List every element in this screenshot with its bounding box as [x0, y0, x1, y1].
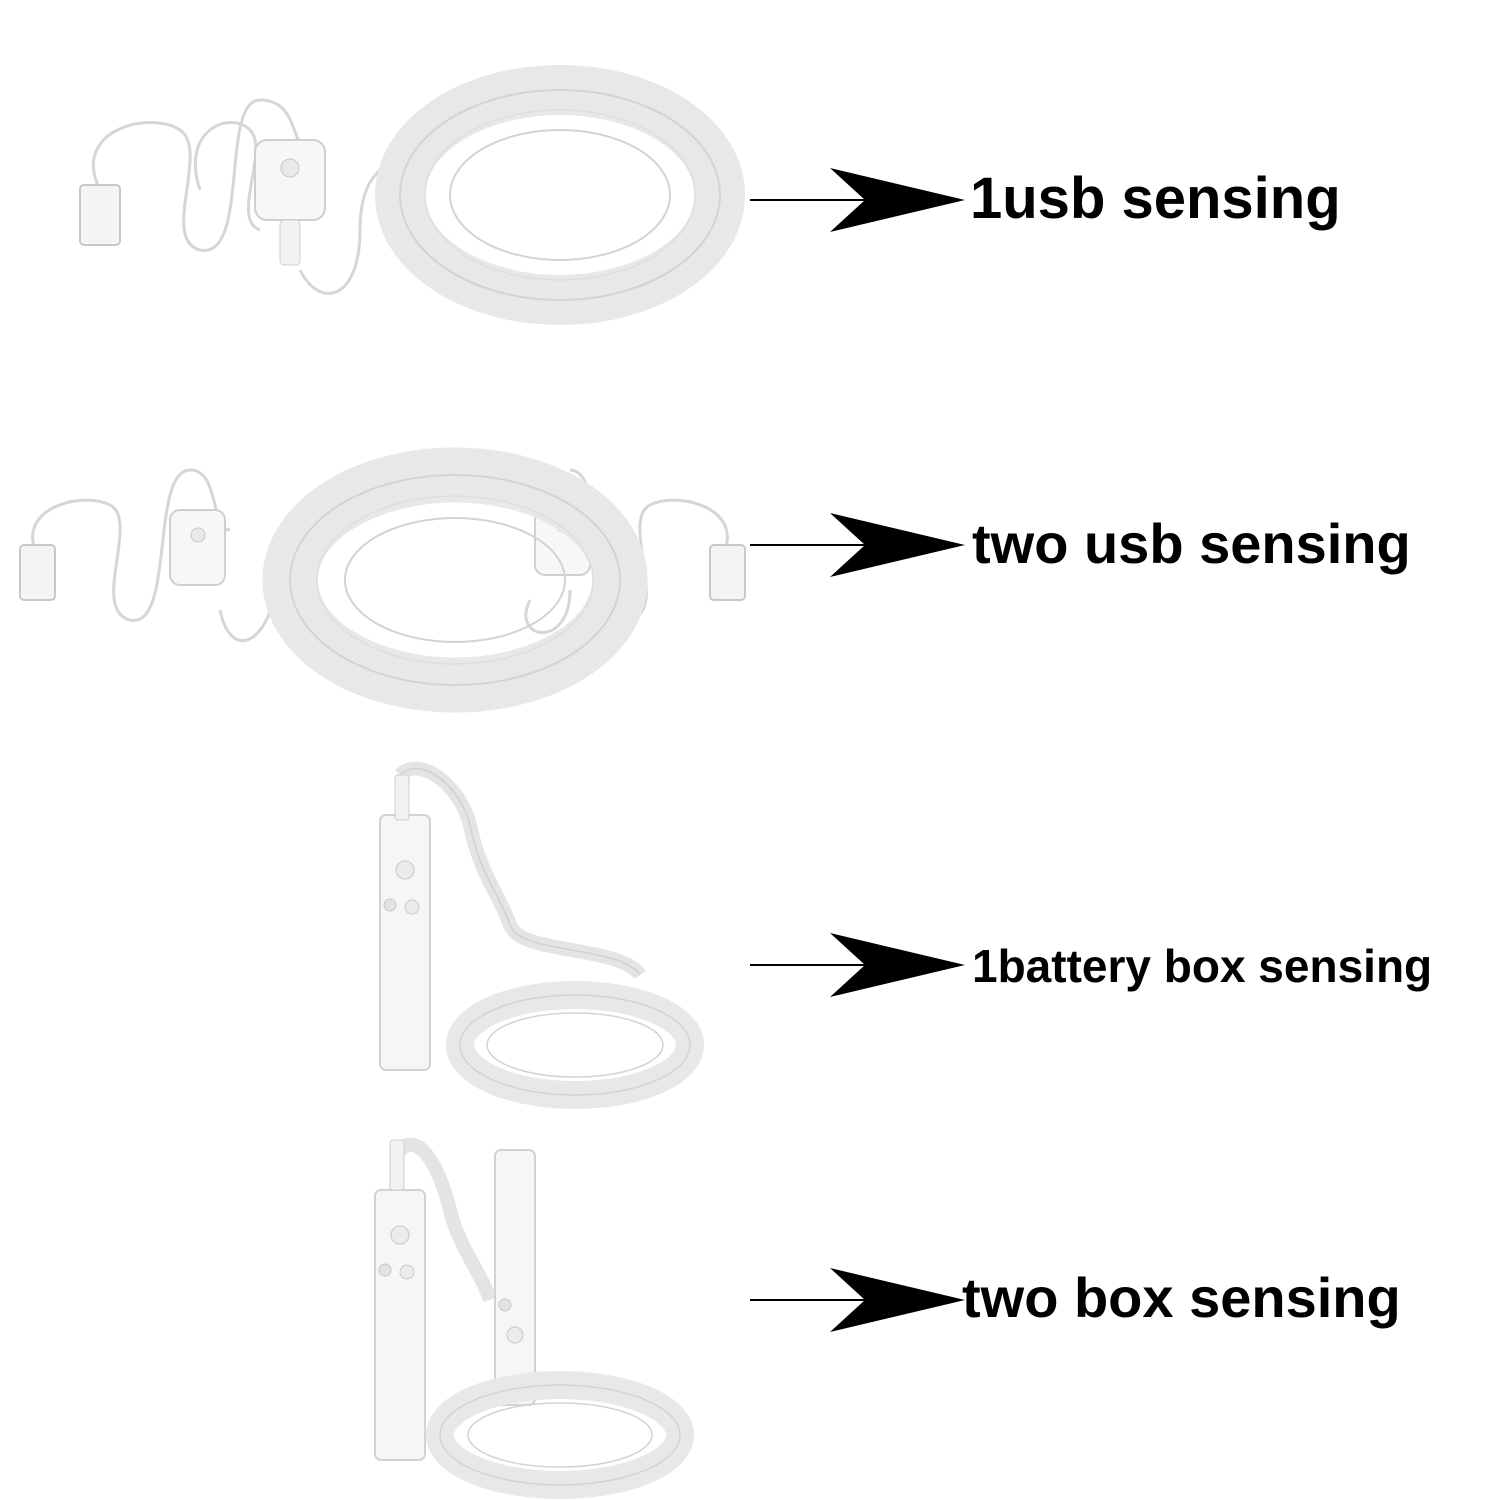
option-battery-double: two box sensing: [0, 1130, 1500, 1500]
battery-double-led-strip-image: [374, 1137, 694, 1499]
option-label: 1usb sensing: [970, 166, 1341, 231]
arrow-icon: [750, 513, 965, 577]
arrow-icon: [750, 168, 965, 232]
option-label: 1battery box sensing: [972, 940, 1433, 992]
option-usb-single: 1usb sensing: [0, 60, 1500, 325]
arrow-icon: [750, 933, 965, 997]
arrow-icon: [750, 1268, 965, 1332]
option-battery-single: 1battery box sensing: [0, 755, 1500, 1115]
option-label: two box sensing: [962, 1266, 1401, 1329]
usb-double-led-strip-image: [19, 447, 746, 713]
option-label: two usb sensing: [972, 512, 1411, 575]
usb-single-led-strip-image: [79, 65, 745, 325]
option-usb-double: two usb sensing: [0, 440, 1500, 713]
battery-single-led-strip-image: [379, 761, 704, 1109]
